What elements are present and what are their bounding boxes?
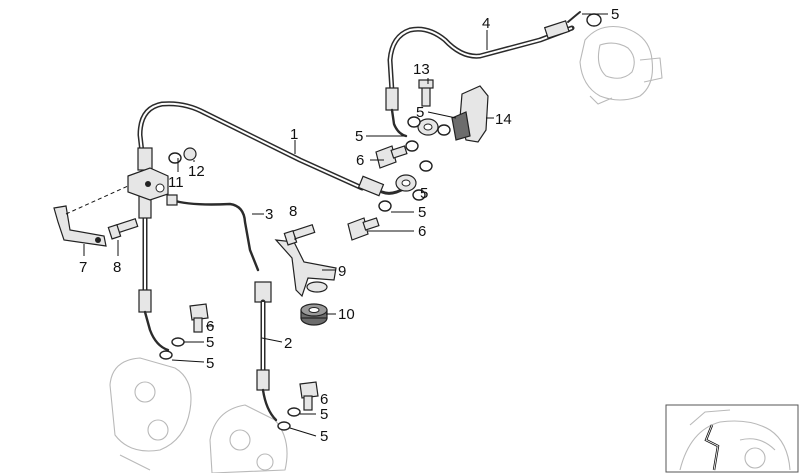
distributor-block [127,167,169,201]
callout-labels: 1 2 3 4 5 5 5 5 5 5 5 5 5 6 6 6 6 7 8 8 … [79,6,619,445]
callout-8-left: 8 [113,259,121,276]
callout-9: 9 [338,263,346,280]
seal-rings [159,13,602,431]
callout-5-right: 5 [420,185,428,202]
callout-6-right: 6 [320,391,328,408]
banjo-bolt-6-d [299,381,319,411]
callout-5-lower: 5 [418,204,426,221]
hose-3 [166,194,260,272]
ghost-front-caliper-left [109,357,192,471]
callout-5-right-a: 5 [320,406,328,423]
callout-4: 4 [482,15,490,32]
bolt-8-left [107,218,139,240]
grommet-10 [300,303,328,326]
banjo-bolt-6-a [375,145,408,169]
callout-6-lower: 6 [418,223,426,240]
callout-14: 14 [495,111,512,128]
banjo-bolt-6-b [347,217,380,241]
callout-3: 3 [265,206,273,223]
callout-2: 2 [284,335,292,352]
callout-7: 7 [79,259,87,276]
bracket-9 [274,239,337,298]
hose-2 [254,281,278,422]
callout-5-upper: 5 [416,104,424,121]
vehicle-location-thumbnail [665,404,799,473]
bolt-13 [418,79,434,107]
callout-6-upper: 6 [356,152,364,169]
callout-10: 10 [338,306,355,323]
callout-5-right-b: 5 [320,428,328,445]
callout-5-abs: 5 [611,6,619,23]
callout-11: 11 [168,174,184,191]
callout-12: 12 [188,163,205,180]
bracket-14 [451,85,489,143]
banjo-bolt-6-c [189,303,209,333]
callout-5-mid: 5 [355,128,363,145]
callout-6-left: 6 [206,318,214,335]
ghost-abs-unit [579,25,663,105]
callout-5-left-a: 5 [206,334,214,351]
banjo-fitting-upper [395,118,439,192]
leader-lines [83,13,608,437]
bracket-7 [53,185,129,247]
callout-8-right: 8 [289,203,297,220]
bolt-8-right [283,224,316,246]
callout-1: 1 [290,126,298,143]
callout-5-left-b: 5 [206,355,214,372]
hose-4 [385,11,581,138]
callout-13: 13 [413,61,430,78]
ghost-front-caliper-right [209,404,288,473]
